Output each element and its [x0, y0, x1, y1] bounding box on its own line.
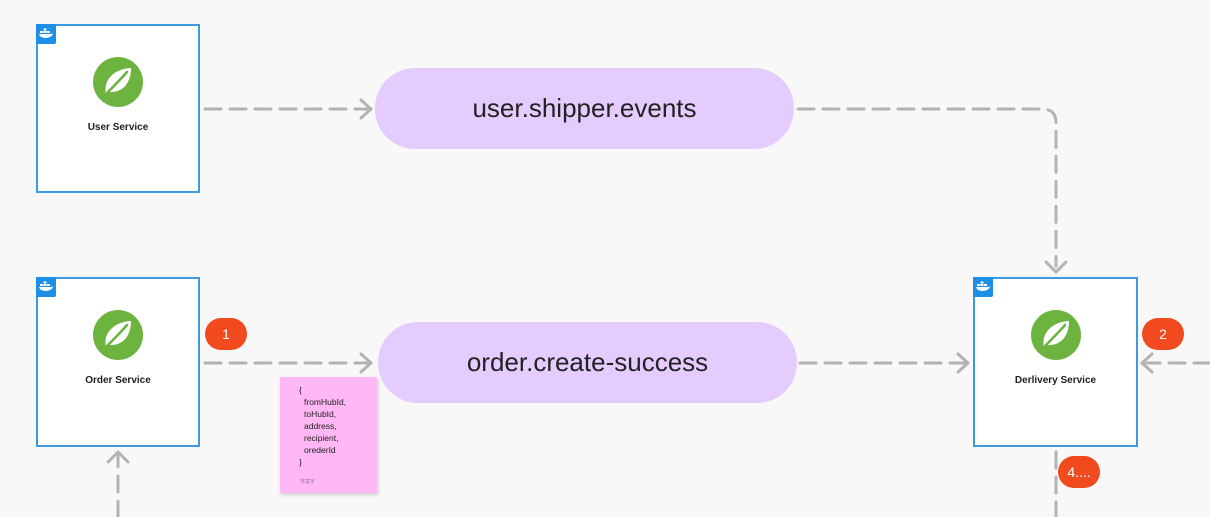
delivery-service-card[interactable]: Derlivery Service: [973, 277, 1138, 447]
sticky-line: address,: [304, 421, 337, 431]
spring-leaf-icon: [1030, 310, 1081, 365]
step-badge-2: 2: [1142, 318, 1184, 350]
step-badge-1: 1: [205, 318, 247, 350]
spring-leaf-icon: [93, 310, 143, 365]
arrowhead-delivery-right: [1140, 352, 1154, 374]
connector-topic-to-delivery: [796, 107, 1058, 268]
sticky-line: fromHubId,: [304, 397, 347, 407]
sticky-line: {: [299, 385, 302, 395]
user-service-label: User Service: [87, 122, 149, 133]
arrowhead-delivery-left: [956, 352, 970, 374]
sticky-line: toHubId,: [304, 409, 337, 419]
arrowhead-order-topic: [359, 352, 373, 374]
arrowhead-delivery-top: [1044, 260, 1068, 274]
order-service-card[interactable]: Order Service: [36, 277, 200, 447]
sticky-line: orederId: [304, 445, 336, 455]
arrowhead-order-bottom: [106, 450, 130, 464]
sticky-note-author: 林富宇: [300, 479, 316, 485]
order-service-label: Order Service: [85, 375, 151, 386]
arrowhead-user-topic: [359, 98, 373, 120]
spring-leaf-icon: [93, 57, 143, 112]
step-badge-4: 4....: [1058, 456, 1100, 488]
docker-whale-icon: [973, 277, 993, 297]
docker-whale-icon: [36, 277, 56, 297]
delivery-service-label: Derlivery Service: [1014, 375, 1097, 386]
docker-whale-icon: [36, 24, 56, 44]
user-service-card[interactable]: User Service: [36, 24, 200, 193]
sticky-line: }: [299, 457, 302, 467]
sticky-line: recipient,: [304, 433, 339, 443]
topic-user-shipper-events[interactable]: user.shipper.events: [375, 68, 794, 149]
topic-order-create-success[interactable]: order.create-success: [378, 322, 797, 403]
sticky-note-payload[interactable]: { fromHubId, toHubId, address, recipient…: [280, 377, 377, 493]
